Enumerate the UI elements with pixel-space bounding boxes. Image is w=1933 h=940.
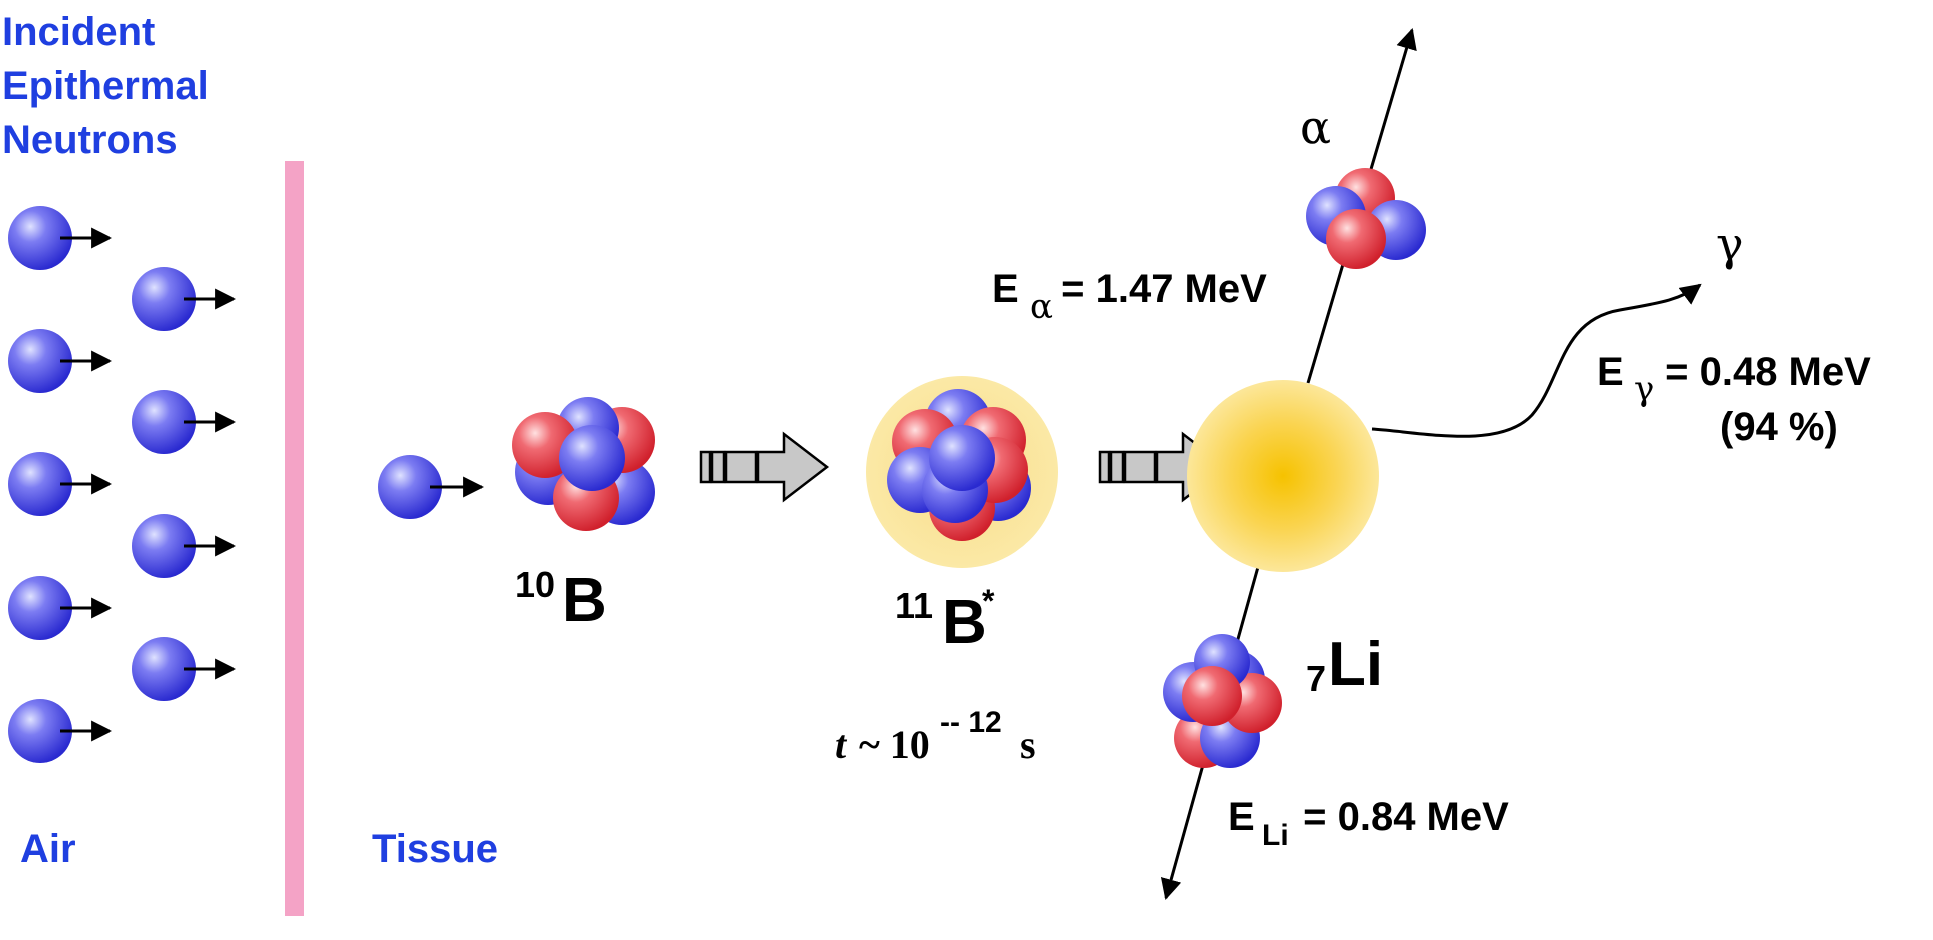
boron-11-excited-marker: * bbox=[982, 583, 995, 619]
lifetime-base: ~ 10 bbox=[849, 722, 930, 767]
e-li-subscript: Li bbox=[1262, 819, 1289, 852]
gamma-energy-label: E γ = 0.48 MeV (94 %) bbox=[1597, 350, 1871, 449]
incoming-neutron bbox=[378, 455, 485, 519]
neutron bbox=[132, 637, 237, 701]
lithium-7-symbol: Li bbox=[1328, 630, 1383, 699]
boron-11-nucleus bbox=[887, 389, 1031, 541]
neutron bbox=[8, 699, 113, 763]
boron-11-mass-number: 11 bbox=[895, 585, 933, 626]
e-gamma-subscript: γ bbox=[1634, 369, 1654, 409]
boron-10-symbol: B bbox=[562, 566, 607, 635]
incident-label-line2: Epithermal bbox=[2, 64, 209, 108]
tissue-label: Tissue bbox=[372, 827, 498, 871]
neutron bbox=[132, 390, 237, 454]
e-alpha-value: = 1.47 MeV bbox=[1050, 267, 1267, 311]
neutron bbox=[8, 452, 113, 516]
lithium-7-nucleus bbox=[1163, 634, 1282, 768]
proton bbox=[1326, 209, 1386, 269]
reaction-arrow bbox=[699, 431, 830, 503]
neutron bbox=[8, 206, 113, 270]
neutron bbox=[132, 267, 237, 331]
alpha-symbol: α bbox=[1300, 100, 1331, 154]
neutron bbox=[132, 514, 237, 578]
neutron bbox=[8, 329, 113, 393]
air-tissue-boundary bbox=[285, 161, 304, 916]
e-li-E: E bbox=[1228, 795, 1255, 839]
e-gamma-value: = 0.48 MeV bbox=[1654, 350, 1871, 394]
boron-10-mass-number: 10 bbox=[515, 564, 555, 605]
air-label: Air bbox=[20, 827, 76, 871]
e-alpha-E: E bbox=[992, 267, 1019, 311]
lifetime-symbol: t bbox=[835, 722, 848, 767]
boron-11-symbol: B bbox=[942, 588, 987, 657]
e-li-value: = 0.84 MeV bbox=[1292, 795, 1509, 839]
e-gamma-E: E bbox=[1597, 350, 1624, 394]
neutron bbox=[559, 425, 625, 491]
alpha-energy-label: E α = 1.47 MeV bbox=[992, 267, 1267, 327]
proton bbox=[1182, 666, 1242, 726]
boron-10-nucleus bbox=[512, 397, 655, 531]
lithium-7-mass-number: 7 bbox=[1306, 658, 1326, 699]
incident-label-line3: Neutrons bbox=[2, 118, 178, 162]
incident-label-line1: Incident bbox=[2, 10, 155, 54]
gamma-symbol: γ bbox=[1716, 217, 1744, 271]
lifetime-unit: s bbox=[1020, 722, 1036, 767]
air-neutron-group bbox=[8, 206, 237, 763]
neutron bbox=[8, 576, 113, 640]
e-alpha-subscript: α bbox=[1030, 287, 1053, 327]
neutron bbox=[929, 425, 995, 491]
reaction-glow bbox=[1187, 380, 1379, 572]
lifetime-exponent: -- 12 bbox=[940, 706, 1002, 739]
gamma-ray-path bbox=[1371, 283, 1702, 438]
lithium-energy-label: E Li = 0.84 MeV bbox=[1228, 795, 1509, 852]
alpha-particle bbox=[1306, 168, 1426, 269]
e-gamma-percent: (94 %) bbox=[1720, 405, 1838, 449]
